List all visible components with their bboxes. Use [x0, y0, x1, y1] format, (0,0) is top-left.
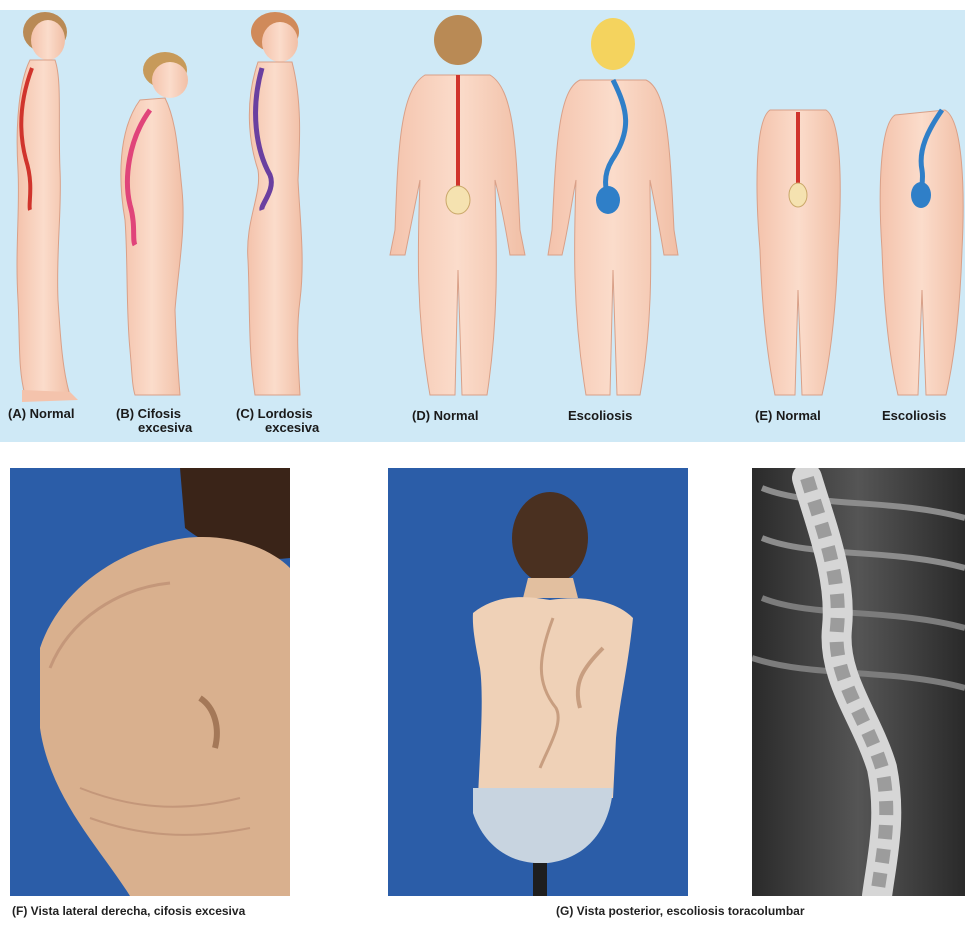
illustration-panel: (A) Normal (B) Cifosis excesiva (C) Lord…: [0, 10, 965, 442]
label-e-scoliosis: Escoliosis: [882, 408, 946, 423]
photo-kyphosis-lateral: [10, 468, 290, 896]
photo-scoliosis-posterior: [388, 468, 688, 896]
figure-e-scoliosis-bend: [880, 110, 963, 395]
label-b-kyphosis-line2: excesiva: [138, 420, 192, 435]
figure-d-normal-back: [390, 15, 525, 395]
figure-b-kyphosis-side: [121, 52, 188, 395]
figure-a-normal-side: [17, 12, 78, 402]
figure-c-lordosis-side: [248, 12, 303, 395]
label-d-scoliosis: Escoliosis: [568, 408, 632, 423]
label-e-normal: (E) Normal: [755, 408, 821, 423]
figure-e-normal-bend: [757, 110, 840, 395]
label-c-lordosis-line1: (C) Lordosis: [236, 406, 313, 421]
label-a-normal: (A) Normal: [8, 406, 74, 421]
body-illustrations: [0, 10, 965, 442]
figure-d-scoliosis-back: [548, 18, 678, 395]
caption-g: (G) Vista posterior, escoliosis toracolu…: [556, 904, 805, 918]
xray-scoliosis: [752, 468, 965, 896]
label-b-kyphosis-line1: (B) Cifosis: [116, 406, 181, 421]
label-d-normal: (D) Normal: [412, 408, 478, 423]
caption-f: (F) Vista lateral derecha, cifosis exces…: [12, 904, 245, 918]
label-c-lordosis-line2: excesiva: [265, 420, 319, 435]
